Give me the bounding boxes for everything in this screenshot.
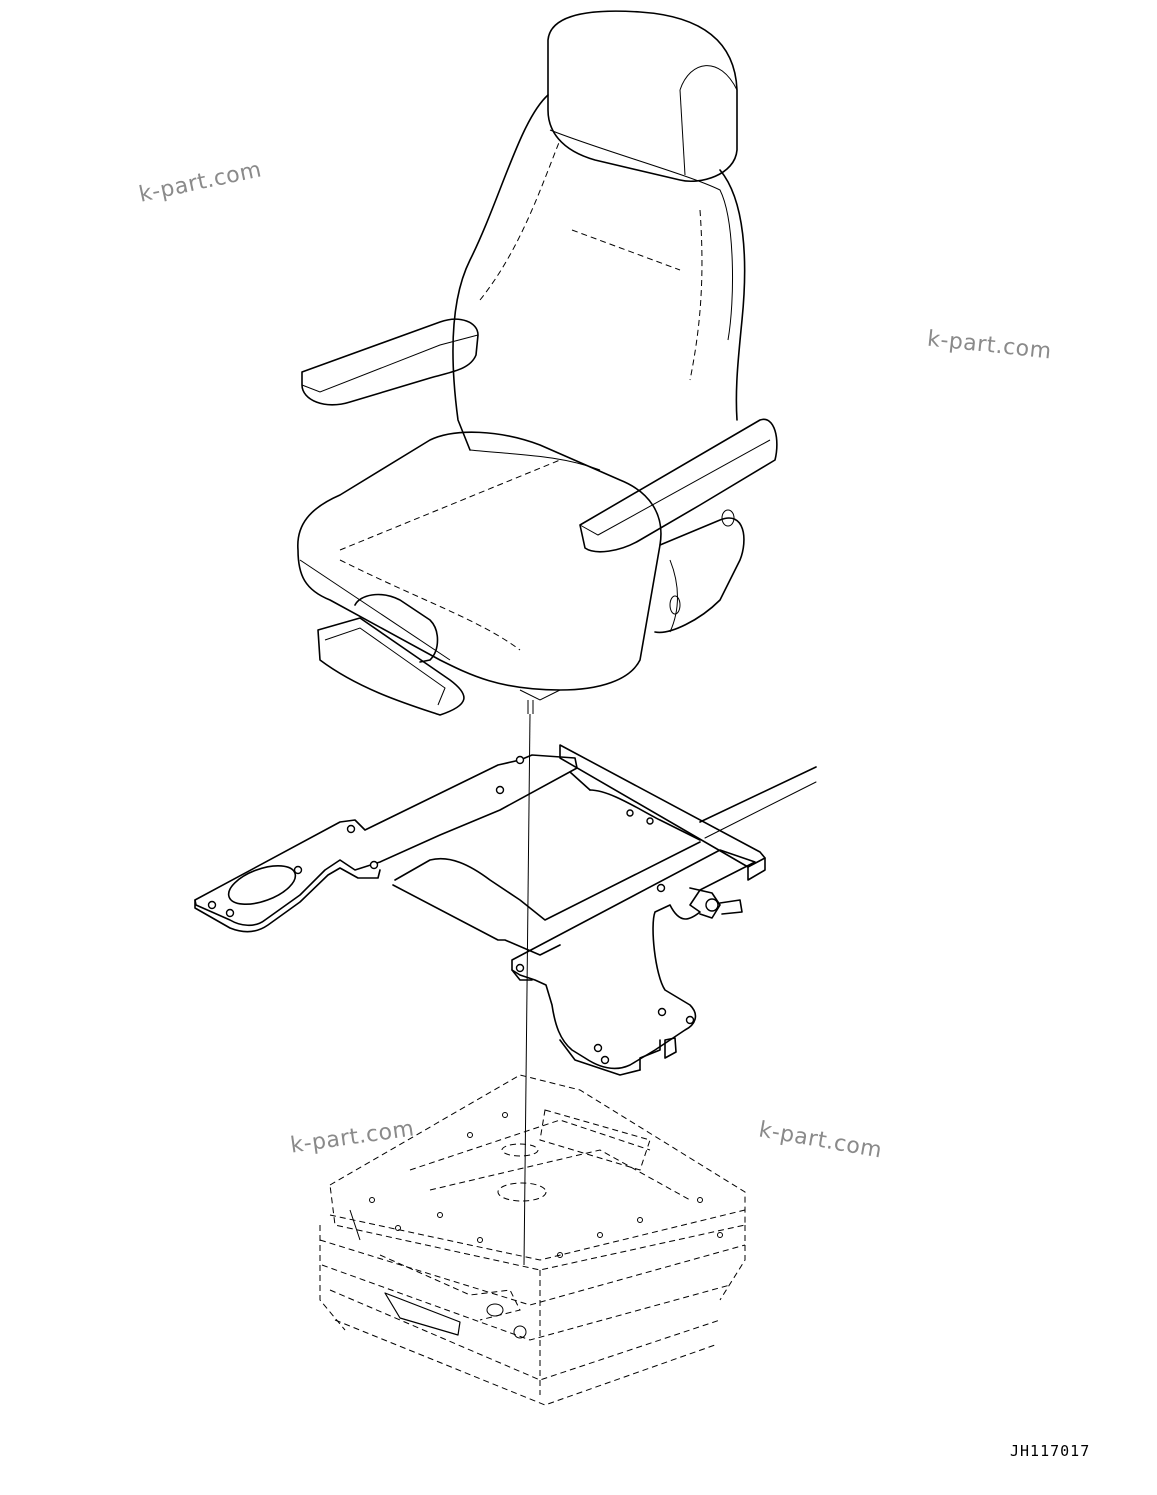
seat-drawing: [297, 10, 778, 716]
drawing-code: JH117017: [1010, 1442, 1091, 1460]
bracket-drawing: [194, 744, 817, 1076]
alignment-line: [523, 713, 531, 1266]
suspension-drawing: [319, 1074, 746, 1406]
